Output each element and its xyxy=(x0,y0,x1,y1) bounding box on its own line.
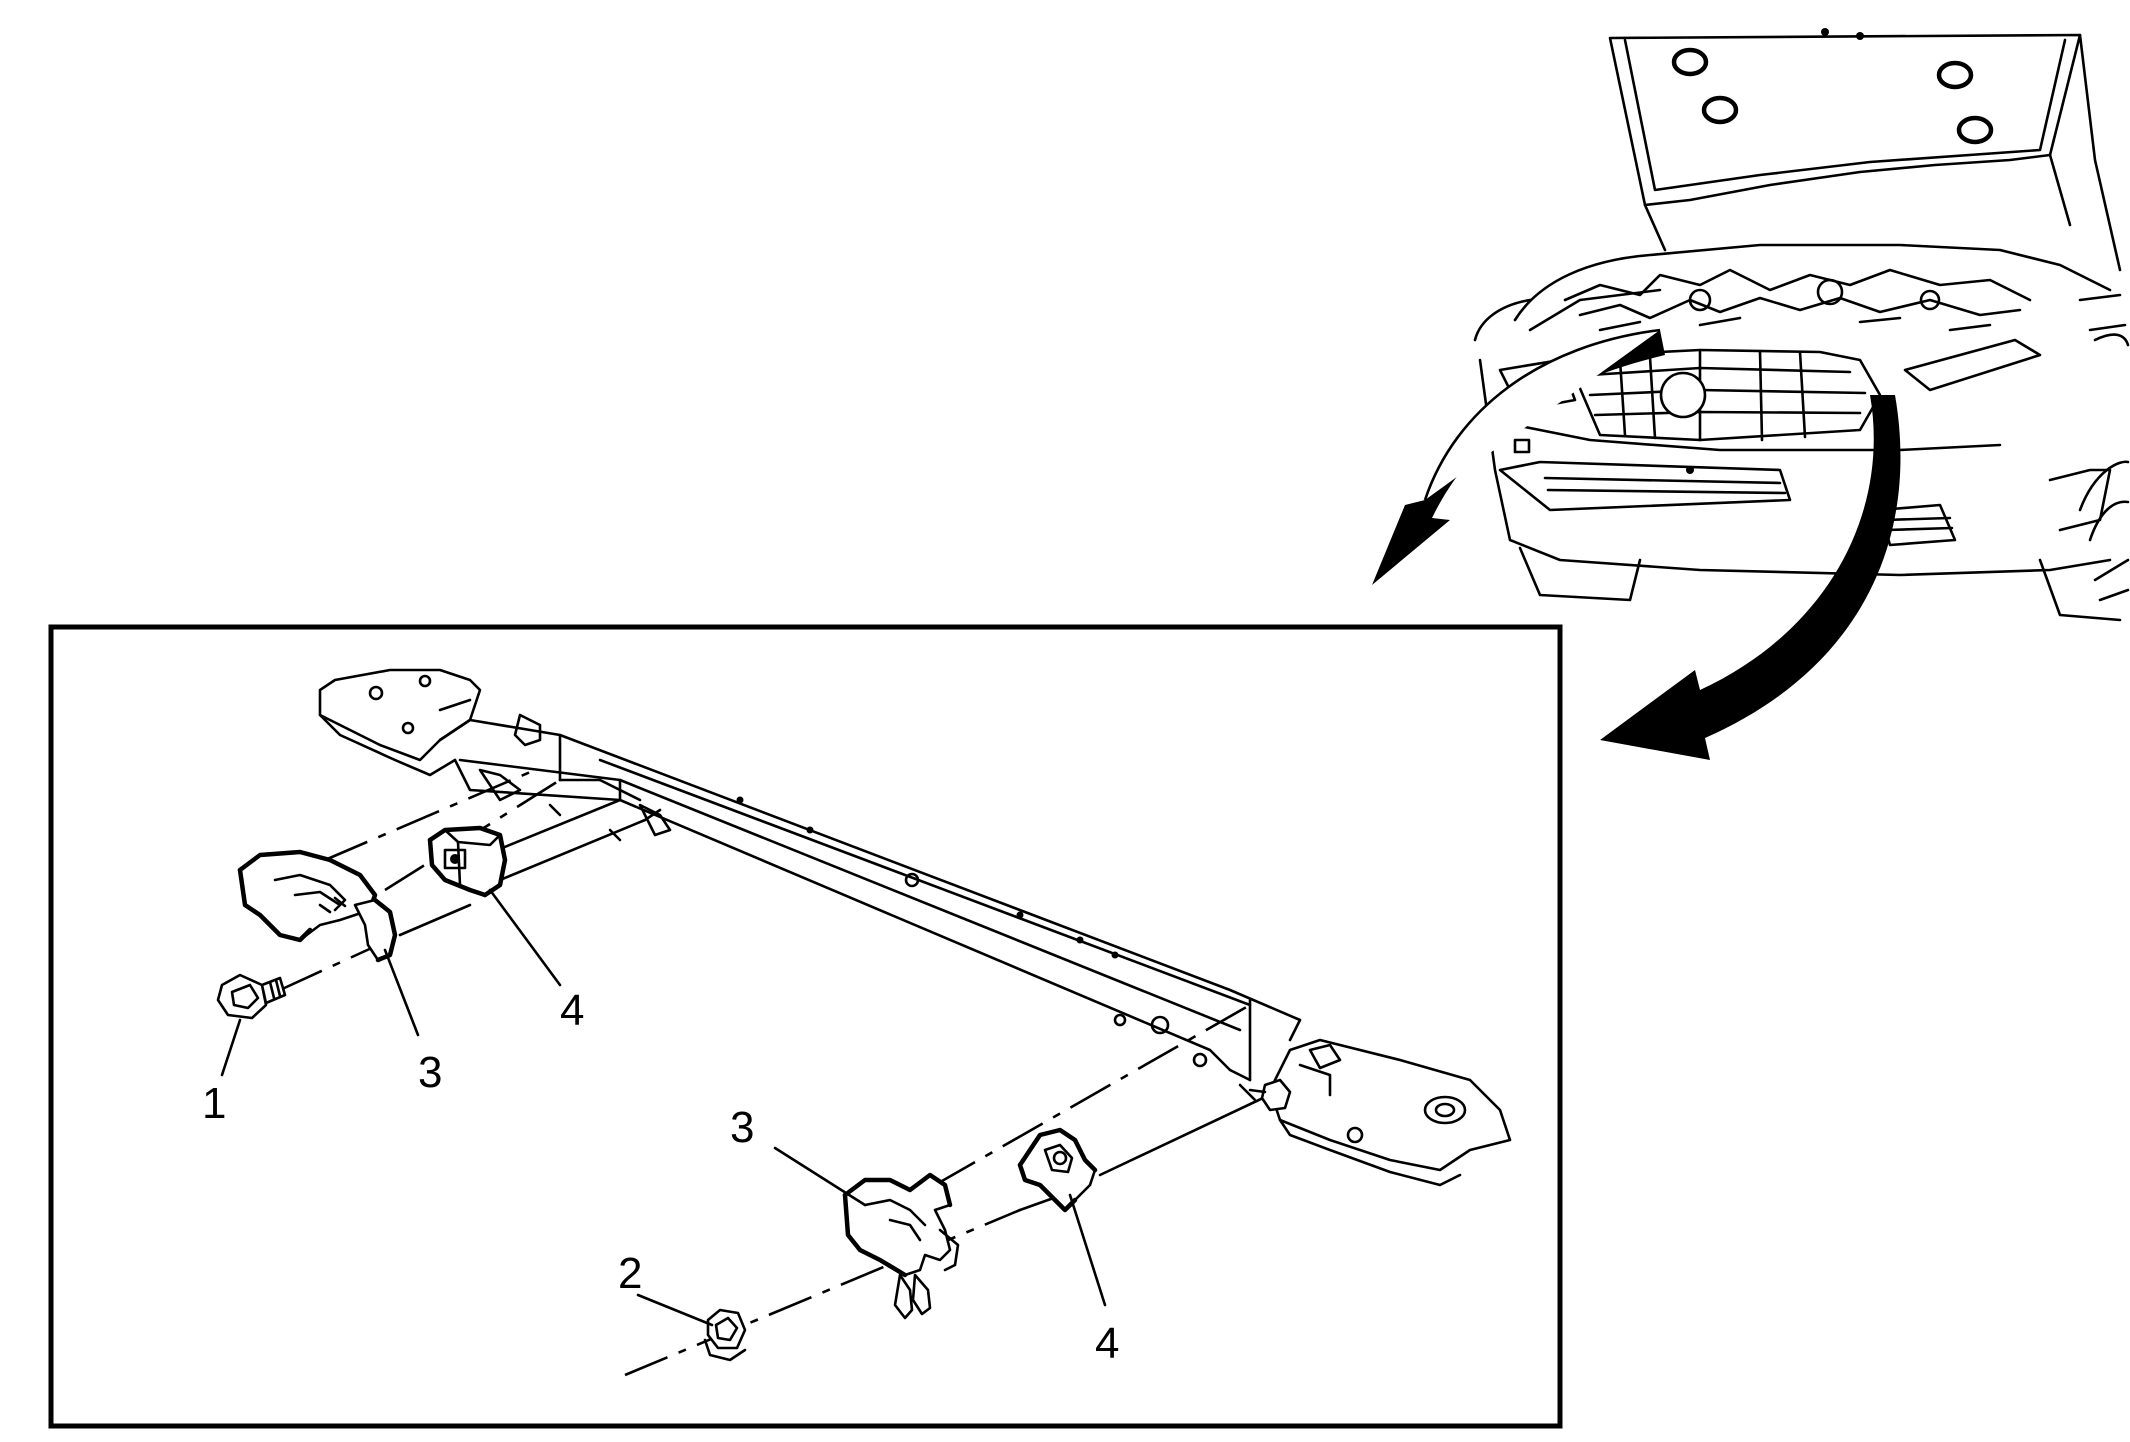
location-arrow-left xyxy=(1372,328,1665,585)
sensor-bracket-part-3-right xyxy=(842,1172,960,1320)
open-hood xyxy=(1608,28,2122,272)
callout-3-left: 3 xyxy=(418,1048,442,1097)
detail-view-frame xyxy=(48,624,1563,1429)
callout-3-right: 3 xyxy=(730,1103,754,1152)
callout-leaders xyxy=(220,888,1107,1327)
impact-sensor-part-4-right xyxy=(1017,1127,1098,1213)
vehicle-locator-view xyxy=(1372,28,2130,760)
callout-1: 1 xyxy=(202,1079,226,1128)
car-front-body xyxy=(1473,243,2130,622)
front-crossmember xyxy=(318,668,1512,1187)
frame-fastener-right xyxy=(1248,1078,1292,1112)
callout-4-right: 4 xyxy=(1095,1319,1119,1368)
nut-part-2 xyxy=(703,1308,747,1362)
impact-sensor-part-4-left xyxy=(427,825,508,898)
callout-2: 2 xyxy=(618,1249,642,1298)
bolt-part-1 xyxy=(216,973,287,1020)
location-arrow-right xyxy=(1600,395,1901,760)
callout-4-left: 4 xyxy=(560,986,584,1035)
sensor-bracket-part-3-left xyxy=(237,849,398,963)
